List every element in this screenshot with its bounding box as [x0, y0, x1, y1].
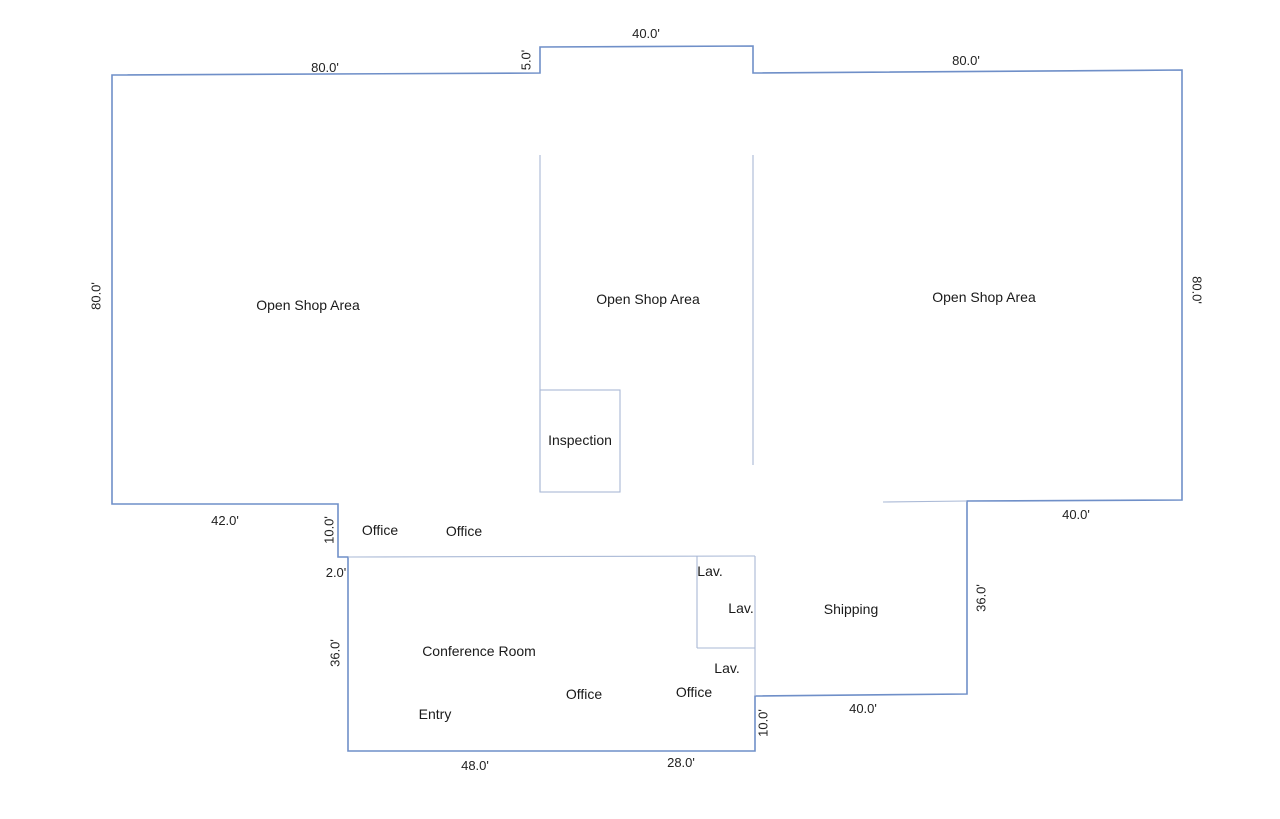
dim-top-left: 80.0'	[311, 60, 339, 75]
room-lav-2: Lav.	[728, 600, 753, 616]
right-bay-bottom-wall	[882, 500, 968, 503]
dim-bottom-step: 10.0'	[755, 709, 770, 737]
room-shipping: Shipping	[824, 601, 879, 617]
dim-top-step: 5.0'	[518, 50, 533, 71]
room-lav-1: Lav.	[697, 563, 722, 579]
dim-bottom-a: 48.0'	[461, 758, 489, 773]
room-conference: Conference Room	[422, 643, 536, 659]
dim-bottom-left: 42.0'	[211, 513, 239, 528]
room-entry: Entry	[419, 706, 452, 722]
office-row-wall	[347, 555, 756, 558]
dim-top-center: 40.0'	[632, 26, 660, 41]
dim-bottom-b: 28.0'	[667, 755, 695, 770]
dim-top-right: 80.0'	[952, 53, 980, 68]
room-shop-right: Open Shop Area	[932, 289, 1036, 305]
dim-left-jog: 2.0'	[326, 565, 347, 580]
dim-shipping-bottom: 40.0'	[849, 701, 877, 716]
outer-wall	[111, 45, 1183, 752]
dim-left-side: 80.0'	[88, 282, 103, 310]
room-shop-left: Open Shop Area	[256, 297, 360, 313]
dim-left-notch: 10.0'	[321, 516, 336, 544]
room-office-2: Office	[446, 523, 483, 539]
room-shop-center: Open Shop Area	[596, 291, 700, 307]
dim-left-lower: 36.0'	[327, 639, 342, 667]
room-office-4: Office	[676, 684, 713, 700]
inspection-room-wall	[539, 389, 621, 493]
dim-right-bottom: 40.0'	[1062, 507, 1090, 522]
dim-right-side: 80.0'	[1190, 276, 1205, 304]
room-inspection: Inspection	[548, 432, 612, 448]
room-office-3: Office	[566, 686, 603, 702]
room-office-1: Office	[362, 522, 399, 538]
dim-shipping-right: 36.0'	[973, 584, 988, 612]
room-lav-3: Lav.	[714, 660, 739, 676]
